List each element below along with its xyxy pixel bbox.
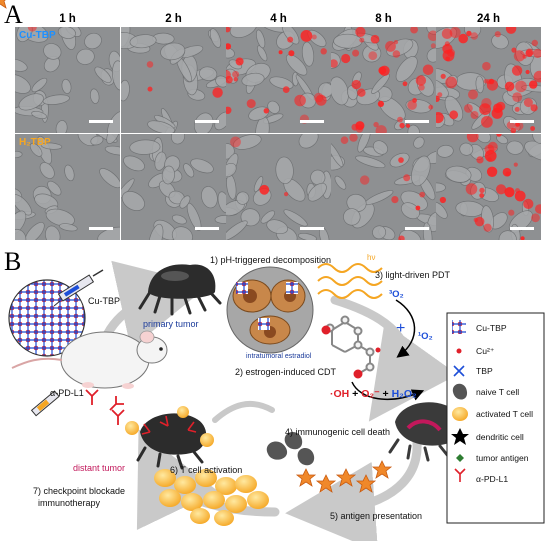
micrograph-1-3 [331,134,436,240]
pd-l1-syringe-icon [30,390,60,417]
legend-antigen-icon [456,454,464,462]
ros-oh: ·OH [330,388,350,400]
time-label-2h: 2 h [165,13,182,25]
legend-label-tumor-antigen: tumor antigen [476,453,529,463]
legend-cu-tbp-icon [452,320,466,334]
tumor-microenvironment-icon [226,266,314,354]
dying-tumor-icon [388,402,464,462]
estradiol-label: intratumoral estradiol [246,353,312,360]
primary-tumor-label: primary tumor [143,319,199,329]
estradiol-molecule-icon [321,315,375,379]
micrograph-1-0 [15,134,120,240]
time-label-8h: 8 h [375,13,392,25]
panel-a-label: A [4,0,23,29]
cdt-arrow [351,381,425,401]
ros-plus-1: + [352,388,359,400]
scale-bar [405,120,429,123]
panel-b-label: B [4,247,22,276]
time-label-4h: 4 h [270,13,287,25]
micrograph-0-2 [226,27,331,133]
legend-label-dendritic-cell: dendritic cell [476,432,524,442]
legend-label-pd-l1: α-PD-L1 [476,474,509,484]
legend-naive-t-cell-icon [452,383,468,400]
scale-bar [89,227,113,230]
step-2-label: 2) estrogen-induced CDT [235,367,337,377]
legend-label-tbp: TBP [476,366,493,376]
step-4-label: 4) immunogenic cell death [285,427,391,437]
scale-bar [195,120,219,123]
legend-symbols [450,320,470,482]
micrograph-0-1 [121,27,226,133]
step-3-label: 3) light-driven PDT [375,270,451,280]
activated-t-cells-icon [154,469,269,526]
cu2-ion-dot [375,347,381,353]
row-label-h2tbp: H₂TBP [19,137,51,148]
legend-label-cu-tbp: Cu-TBP [476,323,507,333]
mouse-icon [11,330,168,389]
triplet-o2-label: ³O₂ [389,289,404,300]
pdt-arrow [395,299,416,358]
step-7-label-line2: immunotherapy [38,498,101,508]
micrograph-1-1 [121,134,226,240]
step-6-label: 6) T cell activation [170,465,243,475]
time-label-24h: 24 h [476,13,500,25]
scale-bar [405,227,429,230]
step-5-label: 5) antigen presentation [330,511,423,521]
ros-equation: ·OH + O₂⁻ + H₂O₂ [330,388,417,400]
micrograph-0-4 [436,27,541,133]
micrograph-0-3 [331,27,436,133]
dendritic-cells-icon [0,0,392,493]
ros-plus-2: + [382,388,389,400]
ros-superoxide: O₂⁻ [361,388,380,400]
ros-h2o2: H₂O₂ [391,388,417,400]
legend-pd-l1-icon [454,468,466,482]
legend-label-cu2: Cu²⁺ [476,346,495,356]
singlet-o2-label: ¹O₂ [418,331,433,342]
light-wave-icon [317,263,383,299]
micrograph-0-0 [15,27,120,133]
plus-sign: + [396,320,405,337]
scale-bar [510,120,534,123]
legend-cu2-icon [456,348,462,354]
micrograph-1-2 [226,134,331,240]
legend-label-activated-t-cell: activated T cell [476,409,534,419]
legend-tbp-icon [453,365,465,377]
scale-bar [195,227,219,230]
distant-tumor-icon [125,406,214,470]
pd-l1-antibody-icons [85,389,125,425]
distant-tumor-label: distant tumor [73,463,126,473]
pd-l1-label: α-PD-L1 [50,388,84,398]
scale-bar [89,120,113,123]
naive-t-cells-icon [266,431,315,466]
scale-bar [510,227,534,230]
cu-tbp-label: Cu-TBP [88,296,121,306]
scale-bar [300,120,324,123]
syringe-icon [53,269,104,307]
step-7-label-line1: 7) checkpoint blockade [33,486,126,496]
legend-label-naive-t-cell: naive T cell [476,387,520,397]
step-1-label: 1) pH-triggered decomposition [210,255,332,265]
micrograph-1-4 [436,134,541,240]
primary-tumor-icon [138,264,222,316]
hv-label: hν [367,253,376,262]
time-label-1h: 1 h [59,13,76,25]
row-label-cu-tbp: Cu-TBP [19,30,56,41]
scale-bar [300,227,324,230]
legend-activated-t-cell-icon [452,407,468,421]
